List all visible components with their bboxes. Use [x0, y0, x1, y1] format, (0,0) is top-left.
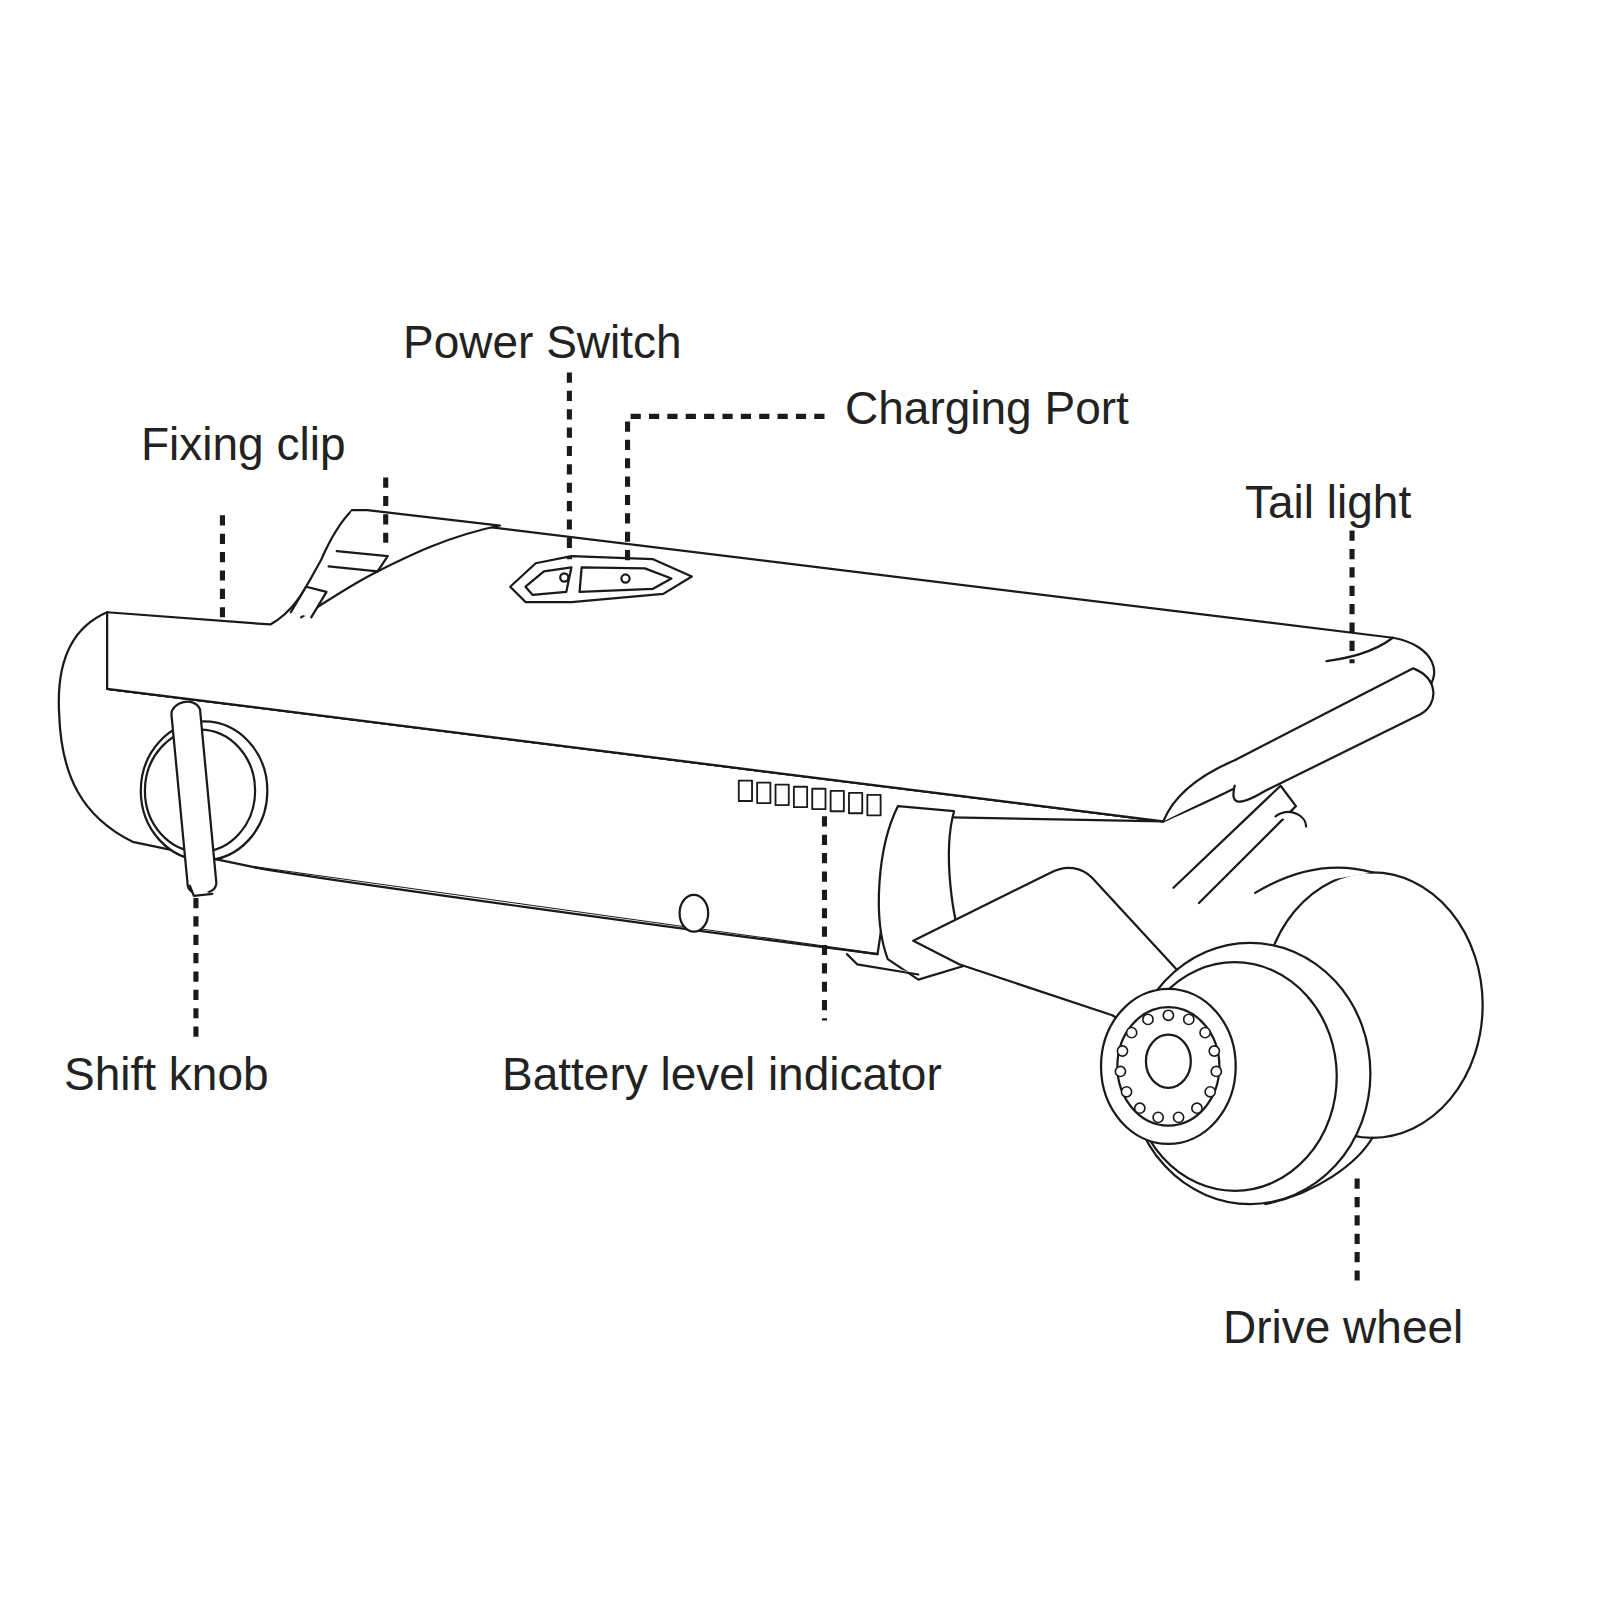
part-label: Fixing clip — [141, 417, 346, 471]
drive-wheel — [1117, 1046, 1127, 1056]
shift-knob — [171, 702, 216, 894]
tail-light — [1163, 668, 1433, 821]
drive-wheel — [1127, 1028, 1137, 1038]
leader-lines — [822, 816, 827, 1020]
body-housing — [847, 954, 918, 974]
battery-indicator-leds — [757, 783, 770, 803]
drive-wheel — [1115, 1066, 1125, 1076]
battery-indicator-leds — [867, 795, 880, 815]
drive-wheel — [1153, 1112, 1163, 1122]
body-housing — [680, 895, 709, 932]
battery-indicator-leds — [812, 789, 825, 809]
battery-indicator-leds — [831, 791, 844, 811]
switch-plate — [580, 567, 672, 591]
drive-wheel — [1184, 1014, 1194, 1024]
drive-wheel — [1205, 1087, 1215, 1097]
top-cover — [107, 510, 1434, 821]
switch-plate — [621, 574, 629, 582]
drive-wheel — [1192, 1103, 1202, 1113]
drive-wheel — [1101, 868, 1483, 1204]
part-label: Tail light — [1245, 475, 1411, 529]
part-label: Charging Port — [845, 381, 1129, 435]
drive-wheel — [1121, 1087, 1131, 1097]
body-housing — [255, 867, 877, 954]
leader-lines — [1349, 531, 1354, 664]
part-label: Battery level indicator — [502, 1047, 942, 1101]
top-cover — [329, 551, 388, 571]
drive-wheel — [1135, 1103, 1145, 1113]
drive-wheel — [1173, 1112, 1183, 1122]
drive-wheel — [1146, 1035, 1191, 1088]
switch-plate — [510, 556, 692, 602]
shift-knob — [190, 886, 212, 896]
leader-lines — [1355, 1179, 1360, 1284]
part-label: Power Switch — [403, 315, 682, 369]
switch-plate — [526, 567, 572, 595]
drive-wheel — [1143, 1014, 1153, 1024]
battery-indicator-leds — [739, 781, 752, 801]
top-cover — [301, 510, 500, 617]
leader-lines — [628, 416, 825, 566]
drive-wheel — [1163, 1010, 1173, 1020]
part-label: Shift knob — [64, 1047, 269, 1101]
drive-wheel — [1209, 1046, 1219, 1056]
top-cover — [291, 587, 327, 618]
switch-plate — [510, 556, 692, 602]
shift-knob — [141, 702, 268, 896]
part-label: Drive wheel — [1223, 1300, 1463, 1354]
drive-wheel — [1255, 868, 1372, 893]
leader-lines — [383, 478, 388, 546]
drive-wheel — [1101, 989, 1236, 1144]
top-cover — [107, 510, 1434, 821]
switch-plate — [560, 573, 568, 581]
leader-lines — [196, 372, 1357, 1283]
drive-wheel — [1200, 1028, 1210, 1038]
drive-wheel — [1115, 1010, 1221, 1122]
leader-lines — [220, 515, 225, 617]
leader-lines — [193, 898, 198, 1045]
drive-wheel — [1117, 1007, 1219, 1125]
drive-wheel — [1130, 943, 1371, 1204]
battery-indicator-leds — [794, 787, 807, 807]
tail-light — [1327, 638, 1393, 661]
tail-light — [1163, 638, 1433, 822]
battery-indicator-leds — [849, 793, 862, 813]
swing-arm — [1276, 812, 1307, 826]
leader-lines — [567, 372, 572, 559]
battery-indicator-leds — [739, 781, 881, 816]
drive-wheel — [1211, 1066, 1221, 1076]
battery-indicator-leds — [776, 785, 789, 805]
